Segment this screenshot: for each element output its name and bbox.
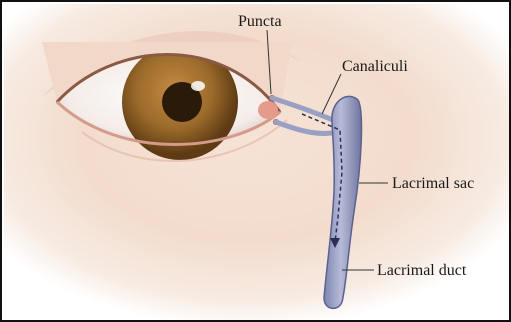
lacrimal-sac-label: Lacrimal sac: [392, 175, 474, 192]
eye-highlight: [191, 81, 205, 91]
lacrimal-duct-label: Lacrimal duct: [377, 262, 467, 279]
caruncle: [258, 101, 278, 119]
canaliculi-label: Canaliculi: [342, 58, 408, 75]
puncta-label: Puncta: [238, 13, 282, 30]
